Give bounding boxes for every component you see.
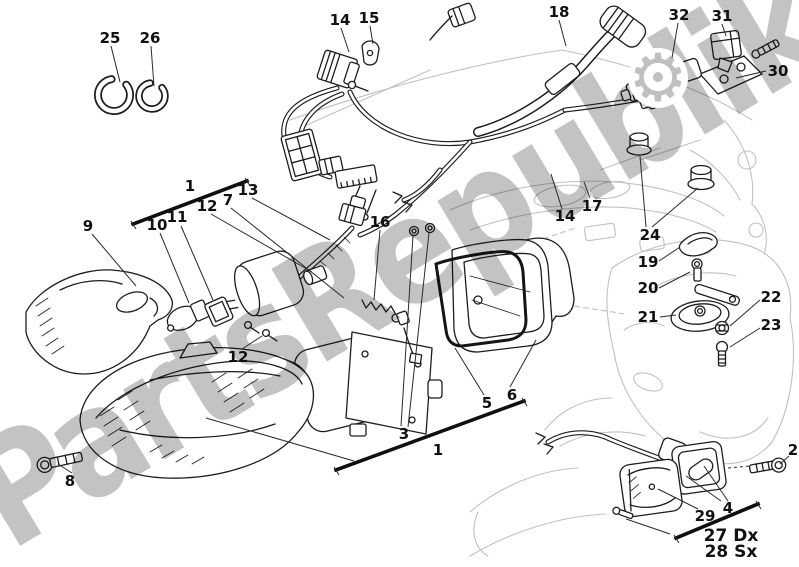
part-label-23: 23 [760,316,782,334]
screw-8 [36,451,84,474]
clip-26 [135,79,169,113]
part-label-12-top: 12 [196,197,218,215]
bolt-2 [748,457,787,474]
part-label-22: 22 [760,288,782,306]
part-label-13: 13 [237,181,259,199]
part-label-5: 5 [481,394,493,412]
part-label-2: 2 [787,441,799,459]
part-label-16: 16 [369,213,391,231]
part-label-12-mid: 12 [227,348,249,366]
part-label-28sx: 28 Sx [704,542,758,562]
part-label-7: 7 [222,191,234,209]
part-label-26: 26 [139,29,161,47]
brand-logo: ⚙ [628,40,688,117]
screw-top-right [751,39,780,59]
headlight-lower-unit [79,341,315,479]
part-label-32: 32 [668,6,690,24]
part-label-19: 19 [637,253,659,271]
signal-screw [612,506,634,520]
part-label-30: 30 [767,62,789,80]
turn-signal-group [535,430,787,520]
spring-16 [361,299,396,314]
ghost-tail-sketch [469,397,646,557]
part-label-9: 9 [82,217,94,235]
logo-disc [628,48,688,108]
connector-block [280,128,324,182]
gear-icon: ⚙ [628,40,687,117]
part-label-18: 18 [548,3,570,21]
signal-lens-29 [619,458,683,517]
horn-21 [670,283,740,332]
clamp-15 [347,40,380,92]
part-label-11: 11 [166,208,188,226]
bracket-19 [678,231,718,257]
part-label-15: 15 [358,9,380,27]
ghost-frame-sketch [289,49,767,315]
part-label-4: 4 [722,499,734,517]
assembly-brackets [130,177,762,544]
part-label-14-top: 14 [329,11,351,29]
socket-11 [204,296,239,327]
part-label-8: 8 [64,472,76,490]
screws-12 [243,320,278,342]
part-label-1-top: 1 [184,177,196,195]
bulb-h1 [391,310,423,365]
part-label-1-bottom: 1 [432,441,444,459]
rubber-boot-7 [233,250,305,317]
screw-20 [691,258,703,282]
connector-14 [316,49,360,89]
part-label-21: 21 [637,308,659,326]
part-label-6: 6 [506,386,518,404]
part-label-24: 24 [639,226,661,244]
bolt-23 [715,340,729,367]
mount-tab [179,341,218,359]
adjuster-nuts [408,222,436,237]
gasket-5 [434,250,528,348]
grommets-24 [626,132,715,191]
nut-22 [714,320,730,336]
part-label-14-mid: 14 [554,207,576,225]
leader-lines [57,19,790,535]
part-label-29: 29 [694,507,716,525]
clip-25 [94,75,134,115]
headlight-upper-shell [25,269,173,375]
part-label-17: 17 [581,197,603,215]
part-label-3: 3 [398,425,410,443]
part-label-10: 10 [146,216,168,234]
part-label-20: 20 [637,279,659,297]
part-label-25: 25 [99,29,121,47]
part-label-27dx: 27 Dx [703,526,759,546]
harness-round-connector [599,5,647,48]
part-label-31: 31 [711,7,733,25]
